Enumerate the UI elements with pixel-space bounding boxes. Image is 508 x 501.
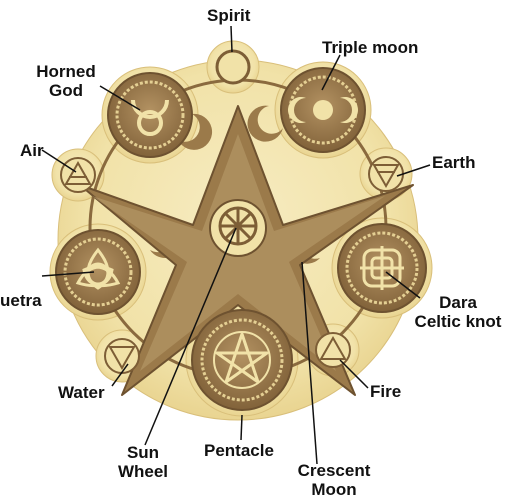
label-dara: Dara Celtic knot <box>408 293 508 331</box>
label-earth: Earth <box>432 153 476 172</box>
fire-triangle-icon <box>315 332 351 368</box>
label-crescent-moon-line1: Crescent <box>297 461 371 480</box>
triquetra-icon <box>55 229 141 315</box>
label-horned-god-line2: God <box>49 81 83 100</box>
label-triquetra: uetra <box>0 291 42 310</box>
label-sun-wheel-line1: Sun <box>126 443 160 462</box>
label-pentacle: Pentacle <box>204 441 274 460</box>
label-spirit: Spirit <box>207 6 251 25</box>
spirit-circle-icon <box>215 49 251 85</box>
dara-knot-icon <box>337 223 427 313</box>
pentacle-icon <box>191 309 293 411</box>
horned-god-icon <box>107 72 193 158</box>
sun-wheel-icon <box>218 206 258 246</box>
label-horned-god-line1: Horned <box>36 62 96 81</box>
label-water: Water <box>58 383 105 402</box>
air-triangle-icon <box>60 157 96 193</box>
label-air: Air <box>20 141 44 160</box>
label-fire: Fire <box>370 382 402 401</box>
leader-lines <box>41 25 431 465</box>
triple-moon-icon <box>280 67 366 153</box>
label-crescent-moon: Crescent Moon <box>290 461 378 499</box>
label-horned-god: Horned God <box>30 62 102 100</box>
earth-triangle-icon <box>368 156 404 192</box>
label-sun-wheel: Sun Wheel <box>112 443 174 481</box>
label-triple-moon: Triple moon <box>322 38 419 57</box>
label-dara-line2: Celtic knot <box>414 312 502 331</box>
label-dara-line1: Dara <box>439 293 477 312</box>
label-crescent-moon-line2: Moon <box>311 480 357 499</box>
label-sun-wheel-line2: Wheel <box>117 462 169 481</box>
water-triangle-icon <box>104 338 140 374</box>
